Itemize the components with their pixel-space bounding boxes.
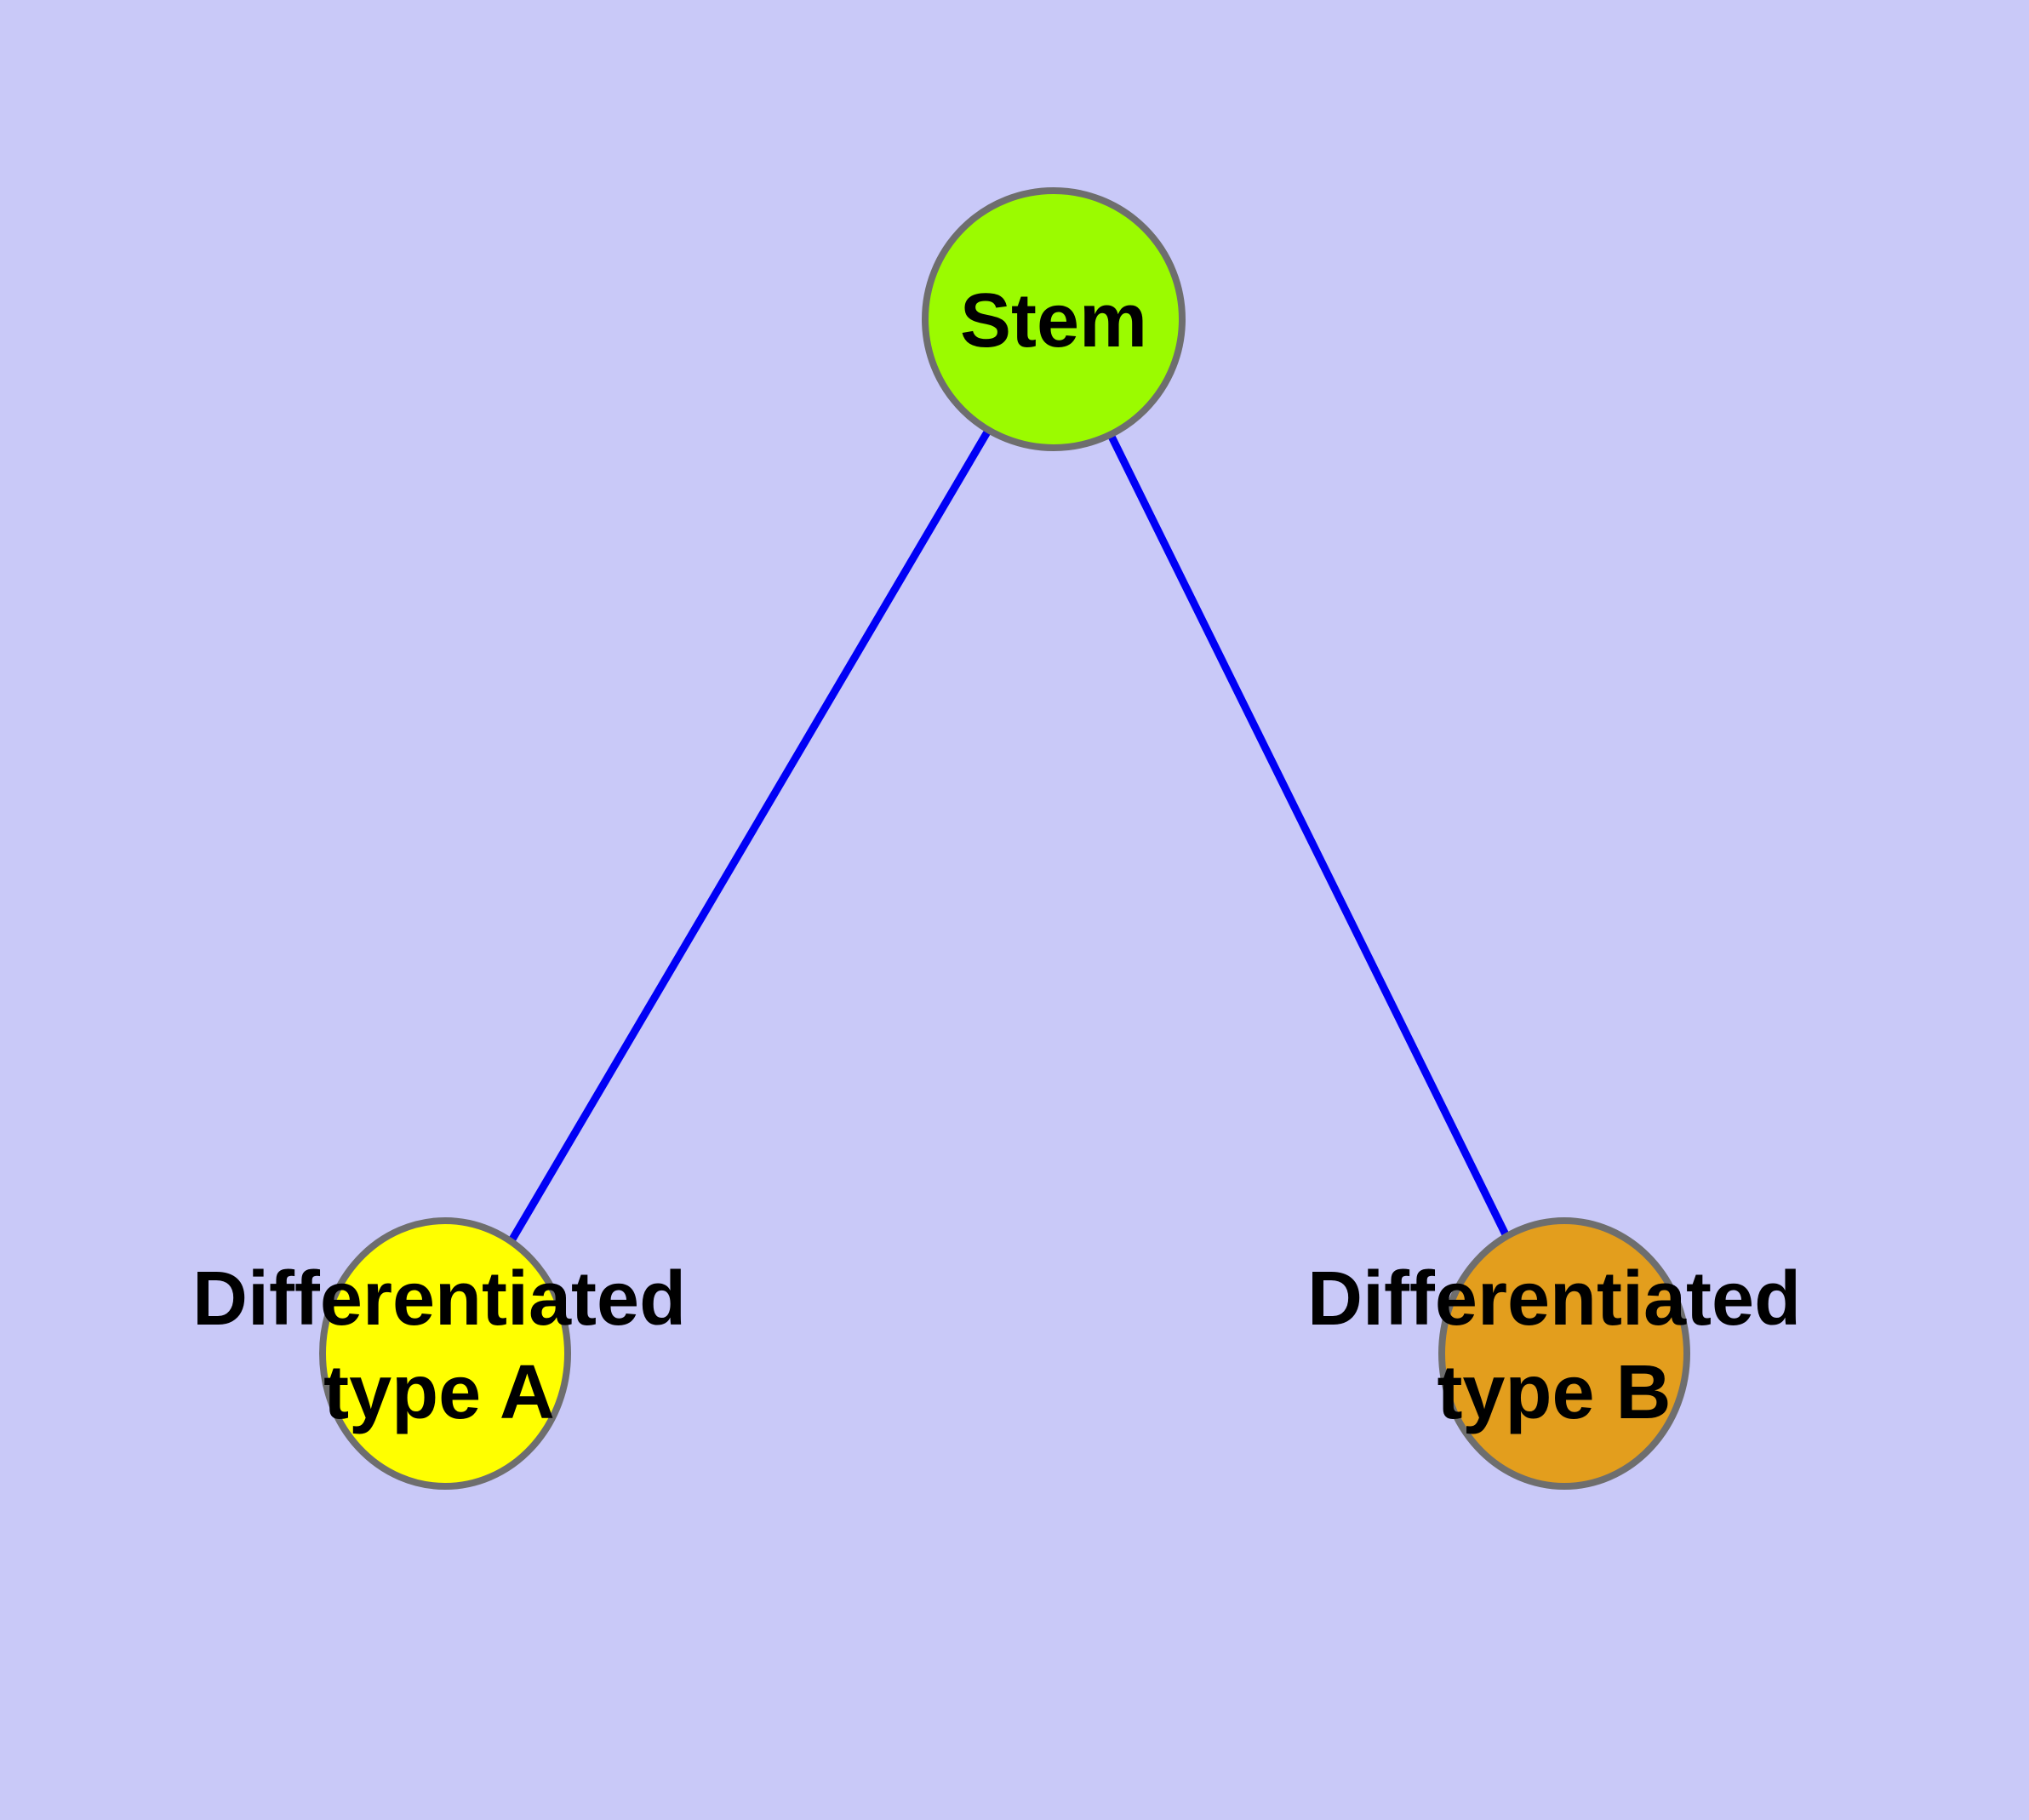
node-type-a-circle [319,1217,571,1490]
node-type-b-circle [1438,1217,1690,1490]
node-stem-circle [922,187,1186,451]
node-type-b-label: Differentiated type B [1307,1253,1801,1440]
edge-stem-to-type-b [1049,318,1569,1355]
node-type-b-label-line1: Differentiated [1306,1256,1802,1342]
node-type-a-label-line1: Differentiated [191,1256,687,1342]
edge-stem-to-type-a [442,317,1057,1356]
node-type-a-label: Differentiated type A [192,1253,686,1440]
node-type-a-label-line2: type A [323,1350,555,1435]
node-stem-label: Stem [959,278,1148,364]
node-type-b-label-line2: type B [1437,1350,1672,1435]
